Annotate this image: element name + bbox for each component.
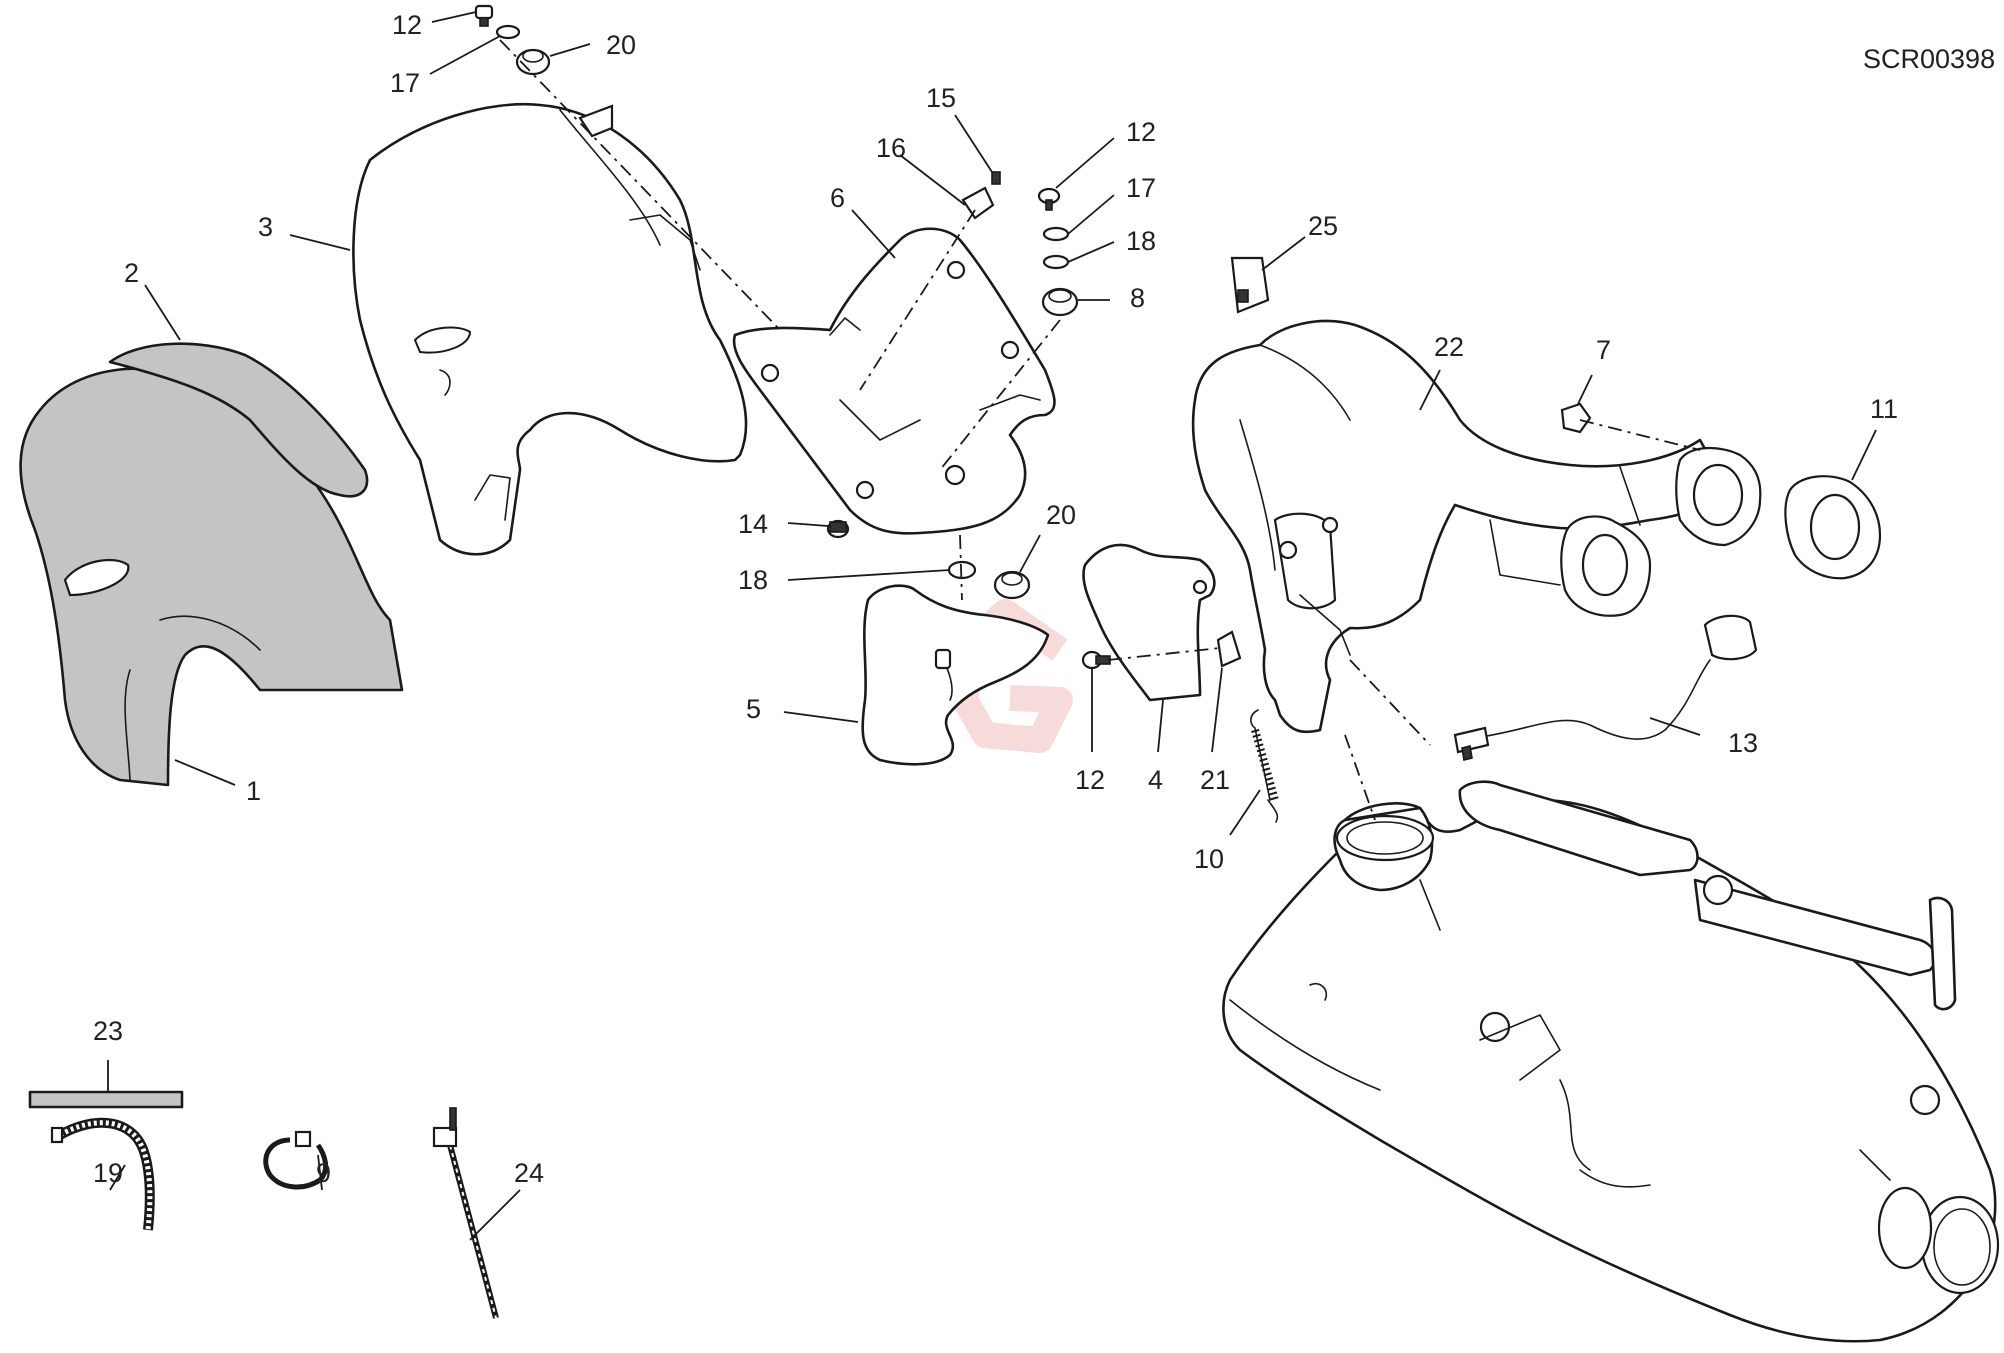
callout-9: 9 <box>316 1158 331 1188</box>
callout-6: 6 <box>830 183 845 213</box>
callout-1: 1 <box>246 776 261 806</box>
part-16-clip <box>961 186 995 220</box>
part-4-exhaust-pipe-shield <box>1082 543 1216 702</box>
callout-24: 24 <box>514 1158 544 1188</box>
part-18-washer-right <box>1042 254 1070 270</box>
part-12-screw-right <box>1037 187 1061 211</box>
callout-5: 5 <box>746 694 761 724</box>
part-8-grommet <box>1041 287 1079 317</box>
part-20-grommet-top <box>515 48 551 76</box>
part-13-lambda-sensor <box>1453 614 1758 761</box>
part-17-washer-right <box>1042 226 1070 242</box>
assembly-axis-lines <box>499 39 1701 821</box>
callout-labels: 12 17 20 3 2 15 16 6 12 17 18 8 25 22 7 … <box>93 10 1898 1188</box>
part-6-heat-shield-plate <box>732 227 1056 535</box>
part-7-nut <box>1560 402 1592 434</box>
callout-2: 2 <box>124 258 139 288</box>
callout-18-right: 18 <box>1126 226 1156 256</box>
diagram-code: SCR00398 <box>1863 44 1995 74</box>
part-11-exhaust-gasket <box>1784 475 1882 580</box>
callout-13: 13 <box>1728 728 1758 758</box>
callout-7: 7 <box>1596 335 1611 365</box>
part-12-screw-bottom <box>1081 650 1111 670</box>
callout-25: 25 <box>1308 211 1338 241</box>
part-23-insulation-strip <box>28 1090 184 1109</box>
part-12-screw-top <box>474 4 494 27</box>
callout-19: 19 <box>93 1158 123 1188</box>
leader-lines <box>107 11 1877 1241</box>
part-15-screw <box>991 171 1001 185</box>
callout-8: 8 <box>1130 283 1145 313</box>
part-14-screw <box>826 519 850 539</box>
callout-11: 11 <box>1870 394 1898 424</box>
callout-10: 10 <box>1194 844 1224 874</box>
callout-12-bottom: 12 <box>1075 765 1105 795</box>
callout-15: 15 <box>926 83 956 113</box>
callout-12-right: 12 <box>1126 117 1156 147</box>
callout-17-top: 17 <box>390 68 420 98</box>
part-2-insulation-strip <box>108 342 369 498</box>
part-25-connector <box>1230 256 1270 314</box>
part-24-cable-tie <box>432 1107 499 1319</box>
part-20-grommet-bottom <box>993 570 1031 600</box>
part-21-clip <box>1216 630 1242 668</box>
callout-3: 3 <box>258 212 273 242</box>
part-22-exhaust-header <box>1191 319 1762 734</box>
part-17-washer-top <box>495 24 521 40</box>
part-9-clamp <box>263 1130 329 1190</box>
callout-12-top: 12 <box>392 10 422 40</box>
callout-21: 21 <box>1200 765 1230 795</box>
callout-20-top: 20 <box>606 30 636 60</box>
part-19-curved-strip <box>50 1117 155 1231</box>
callout-23: 23 <box>93 1016 123 1046</box>
callout-20-bottom: 20 <box>1046 500 1076 530</box>
callout-4: 4 <box>1148 765 1163 795</box>
silencer-muffler <box>1222 780 2000 1343</box>
callout-14: 14 <box>738 509 768 539</box>
part-5-small-heat-shield <box>861 584 1050 766</box>
part-10-spring <box>1250 709 1279 823</box>
callout-16: 16 <box>876 133 906 163</box>
callout-22: 22 <box>1434 332 1464 362</box>
callout-18-bottom: 18 <box>738 565 768 595</box>
part-1-heat-shield-insulation <box>19 367 404 787</box>
callout-17-right: 17 <box>1126 173 1156 203</box>
part-3-heat-shield <box>352 103 748 556</box>
